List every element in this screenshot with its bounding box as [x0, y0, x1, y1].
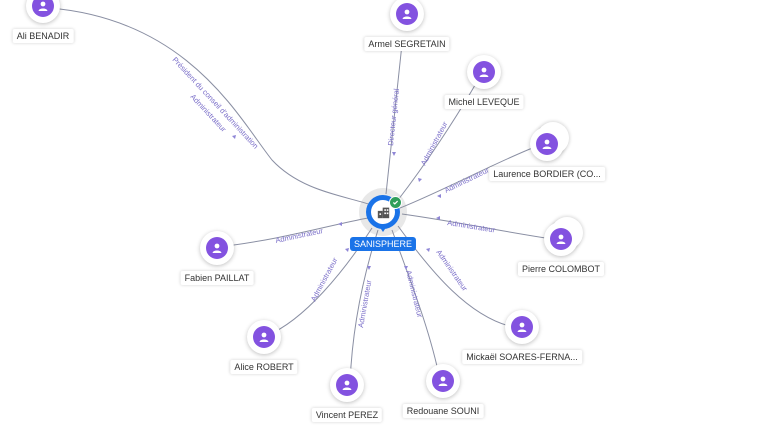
- avatar[interactable]: [390, 0, 424, 31]
- avatar[interactable]: [330, 368, 364, 402]
- arrow-armel: [392, 152, 396, 156]
- person-icon: [511, 316, 533, 338]
- edge-ali: [49, 7, 373, 206]
- arrow-mickael: [426, 248, 430, 252]
- person-name[interactable]: Michel LEVEQUE: [444, 95, 524, 109]
- person-name[interactable]: Pierre COLOMBOT: [517, 262, 605, 276]
- avatar[interactable]: [247, 320, 281, 354]
- person-icon: [536, 133, 558, 155]
- edge-armel: [385, 43, 403, 195]
- person-icon: [396, 3, 418, 25]
- avatar[interactable]: [26, 0, 60, 23]
- person-name[interactable]: Alice ROBERT: [230, 360, 298, 374]
- arrow-michel: [418, 178, 422, 182]
- person-icon: [550, 228, 572, 250]
- role-label-redouane: Administrateur: [404, 269, 425, 319]
- person-name[interactable]: Mickaël SOARES-FERNA...: [462, 350, 582, 364]
- arrow-pierre: [436, 216, 440, 220]
- person-icon: [432, 370, 454, 392]
- edges: [49, 7, 561, 385]
- arrow-vincent: [367, 266, 371, 270]
- role-label-ali-president: Président du conseil d'administration: [171, 55, 261, 150]
- avatar[interactable]: [505, 310, 539, 344]
- arrow-redouane: [404, 266, 408, 270]
- person-icon: [336, 374, 358, 396]
- role-label-mickael: Administrateur: [434, 248, 469, 293]
- arrow-alice: [345, 248, 349, 252]
- edge-fabien: [217, 217, 369, 248]
- role-label-laurence: Administrateur: [443, 165, 491, 195]
- arrow-laurence: [437, 194, 441, 198]
- person-icon: [253, 326, 275, 348]
- person-icon: [473, 61, 495, 83]
- edge-arrows: [232, 135, 441, 270]
- avatar[interactable]: [467, 55, 501, 89]
- avatar[interactable]: [530, 127, 564, 161]
- avatar[interactable]: [426, 364, 460, 398]
- person-name[interactable]: Armel SEGRETAIN: [364, 37, 450, 51]
- role-label-pierre: Administrateur: [447, 218, 497, 235]
- edge-michel: [397, 79, 479, 201]
- arrow-fabien: [338, 222, 342, 226]
- person-name[interactable]: Vincent PEREZ: [311, 408, 383, 422]
- person-icon: [206, 237, 228, 259]
- arrow-ali: [232, 135, 236, 139]
- edge-laurence: [399, 144, 541, 209]
- role-label-michel: Administrateur: [419, 120, 450, 167]
- avatar[interactable]: [200, 231, 234, 265]
- company-name[interactable]: SANISPHERE: [349, 237, 417, 251]
- check-icon: [389, 196, 402, 209]
- role-label-fabien: Administrateur: [275, 226, 325, 245]
- person-name[interactable]: Ali BENADIR: [12, 29, 74, 43]
- role-label-armel: Directeur général: [386, 88, 401, 146]
- avatar[interactable]: [544, 222, 578, 256]
- person-name[interactable]: Laurence BORDIER (CO...: [489, 167, 605, 181]
- person-name[interactable]: Fabien PAILLAT: [180, 271, 254, 285]
- person-icon: [32, 0, 54, 17]
- person-name[interactable]: Redouane SOUNI: [402, 404, 484, 418]
